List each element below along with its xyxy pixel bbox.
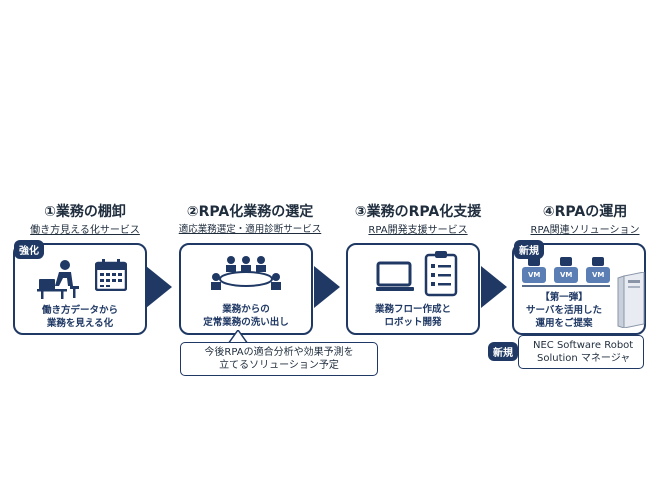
vm-label: VM [592, 271, 605, 279]
product-line1: NEC Software Robot [533, 340, 634, 351]
future-solution-callout: 今後RPAの適合分析や効果予測を 立てるソリューション予定 [180, 342, 378, 376]
product-box: NEC Software Robot Solution マネージャ [518, 335, 644, 369]
monitor-icon [376, 261, 414, 291]
step3-subtitle: RPA開発支援サービス [368, 225, 468, 236]
vm-label: VM [528, 271, 541, 279]
robot-icon [554, 257, 578, 283]
callout-line1: 今後RPAの適合分析や効果予測を [204, 347, 354, 358]
step4-caption-line1: 【第一弾】 [540, 292, 588, 303]
desk-worker-icon [37, 260, 79, 299]
step4-caption-line3: 運用をご提案 [535, 318, 593, 329]
callout-pointer [228, 330, 248, 344]
step2-caption-line1: 業務からの [222, 304, 270, 315]
vm-label: VM [560, 271, 573, 279]
step1-caption-line2: 業務を見える化 [46, 318, 114, 329]
step2-caption-line2: 定常業務の洗い出し [203, 317, 289, 328]
step1-caption-line1: 働き方データから [41, 305, 118, 316]
step1-title: ①業務の棚卸 [44, 204, 126, 220]
robot-vm-diagram [522, 257, 610, 287]
arrow-right-icon [146, 266, 172, 308]
robot-icon [586, 257, 610, 283]
step2-subtitle: 適応業務選定・適用診断サービス [178, 224, 322, 235]
step2-box: 業務からの 定常業務の洗い出し [179, 243, 313, 335]
step3-caption-line1: 業務フロー作成と [374, 304, 451, 315]
step3-caption-line2: ロボット開発 [384, 317, 442, 328]
meeting-icon [211, 256, 281, 290]
step4-badge: 新規 [514, 240, 544, 259]
product-badge: 新規 [488, 342, 518, 361]
step3-box: 業務フロー作成と ロボット開発 [346, 243, 480, 335]
step4-title: ④RPAの運用 [542, 204, 628, 220]
robot-icon [522, 257, 546, 283]
checklist-icon [424, 251, 458, 297]
calendar-icon [95, 259, 127, 291]
step1-box: 働き方データから 業務を見える化 [13, 243, 147, 335]
step2-title: ②RPA化業務の選定 [186, 204, 314, 220]
server-icon [617, 272, 645, 328]
step1-badge: 強化 [14, 240, 44, 259]
step3-title: ③業務のRPA化支援 [354, 204, 482, 220]
step4-subtitle: RPA関連ソリューション [530, 225, 640, 236]
step4-caption-line2: サーバを活用した [526, 305, 602, 316]
arrow-right-icon [314, 266, 340, 308]
product-line2: Solution マネージャ [537, 353, 631, 364]
arrow-right-icon [481, 266, 507, 308]
step1-subtitle: 働き方見える化サービス [30, 225, 140, 236]
callout-line2: 立てるソリューション予定 [219, 360, 339, 371]
